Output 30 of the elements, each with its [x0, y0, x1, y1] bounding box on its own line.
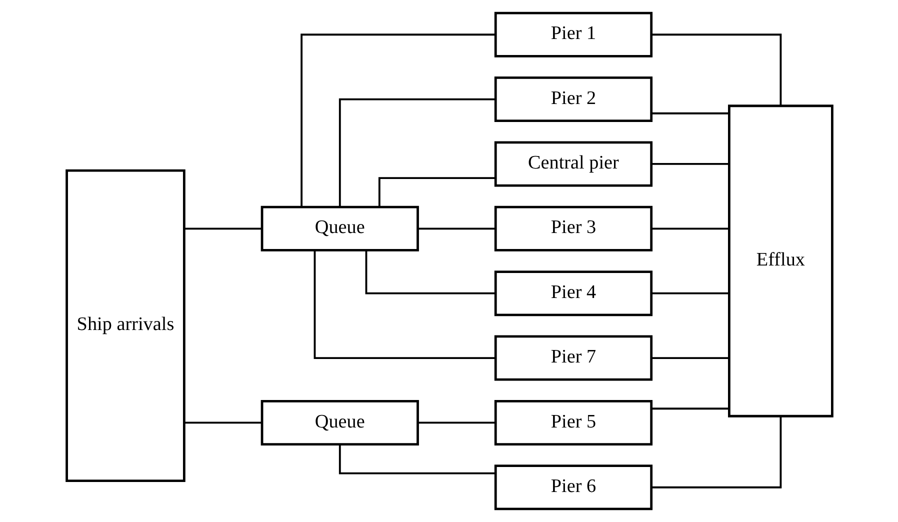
node-box: Pier 1 — [494, 12, 652, 58]
connector — [364, 250, 495, 294]
node-box: Efflux — [728, 104, 833, 418]
connector — [651, 34, 782, 106]
node-box: Pier 3 — [494, 206, 652, 252]
connector — [338, 98, 495, 207]
node-box: Pier 6 — [494, 464, 652, 510]
connector — [651, 292, 728, 294]
connector — [651, 228, 728, 230]
connector — [313, 250, 495, 359]
connector — [338, 444, 495, 474]
node-box: Pier 2 — [494, 76, 652, 122]
connector — [651, 112, 728, 114]
node-box: Queue — [260, 400, 418, 446]
node-box: Pier 4 — [494, 270, 652, 316]
node-box: Pier 5 — [494, 400, 652, 446]
node-box: Ship arrivals — [65, 169, 185, 482]
connector — [418, 228, 495, 230]
connector — [651, 163, 728, 165]
connector — [651, 357, 728, 359]
connector — [418, 422, 495, 424]
node-box: Pier 7 — [494, 335, 652, 381]
connector — [651, 416, 782, 488]
node-box: Central pier — [494, 141, 652, 187]
connector — [184, 422, 262, 424]
connector — [651, 408, 728, 410]
node-box: Queue — [260, 206, 418, 252]
connector — [300, 34, 496, 207]
connector — [378, 177, 495, 207]
connector — [184, 228, 262, 230]
